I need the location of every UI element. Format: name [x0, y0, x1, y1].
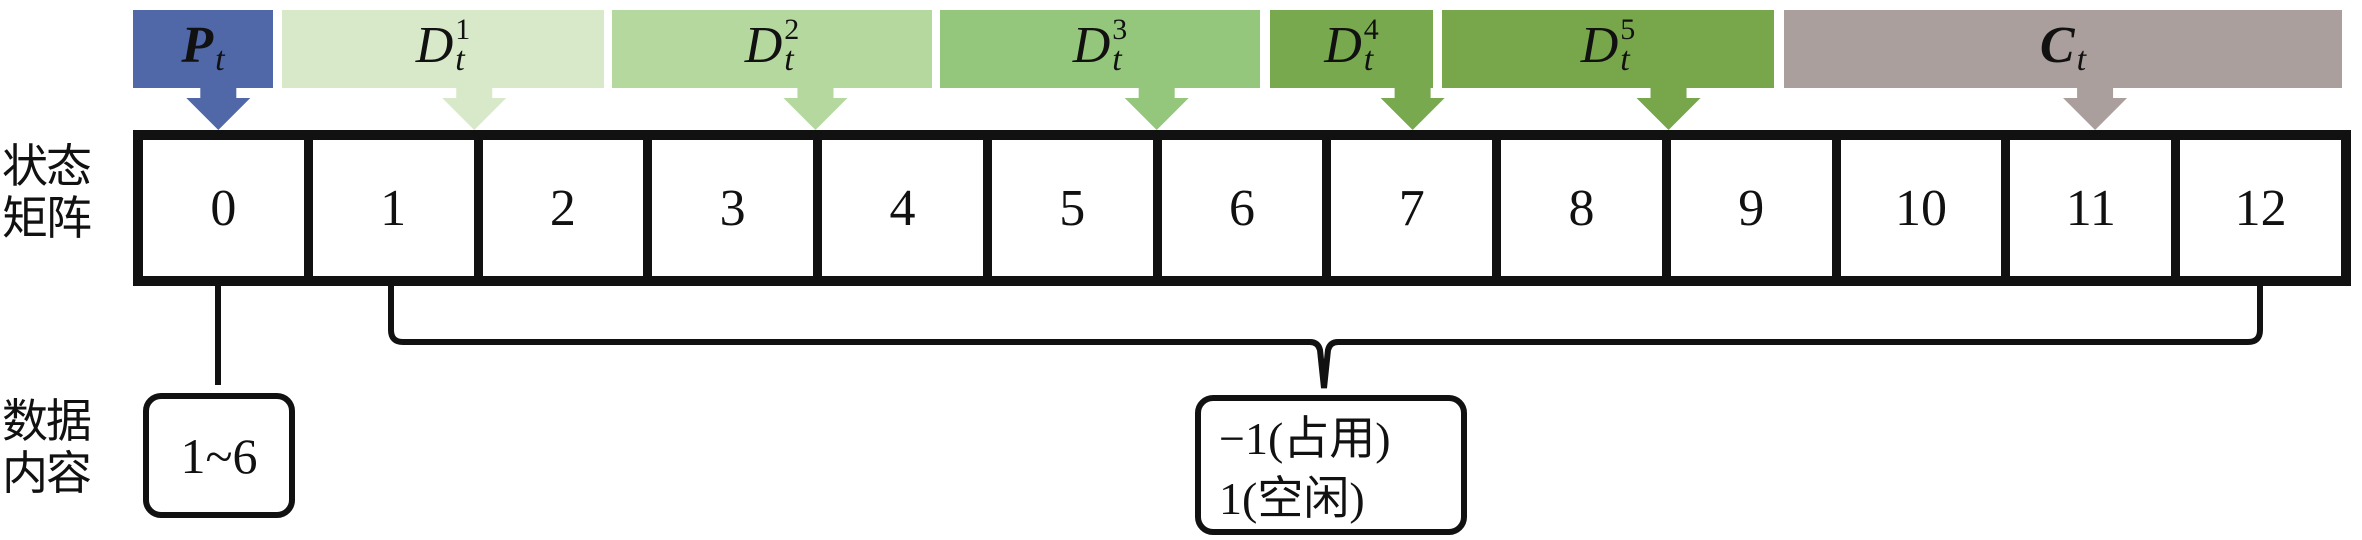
header-d1-sup: 1	[455, 13, 471, 46]
position-range-box: 1~6	[143, 393, 295, 518]
header-c-main: C	[2039, 17, 2075, 74]
state-cell-2: 2	[473, 140, 644, 276]
header-d2-main: D	[744, 17, 783, 74]
status-values-box: −1(占用) 1(空闲)	[1195, 395, 1467, 535]
header-d5-sub: t	[1620, 41, 1630, 78]
data-content-label: 数据 内容	[2, 394, 92, 500]
state-cell-4: 4	[813, 140, 983, 276]
header-d1-sub: t	[455, 41, 465, 78]
arrow-c-icon	[2063, 88, 2128, 130]
header-d4-sup: 4	[1363, 13, 1379, 46]
arrow-d3-icon	[1124, 88, 1189, 130]
header-d5-sup: 5	[1620, 13, 1636, 46]
arrow-d5-icon	[1636, 88, 1701, 130]
data-content-label-line2: 内容	[2, 446, 92, 500]
state-cell-3: 3	[643, 140, 813, 276]
status-brace	[388, 286, 2263, 389]
arrow-d2-icon	[783, 88, 848, 130]
state-cell-7: 7	[1322, 140, 1492, 276]
header-p-sub: t	[215, 41, 225, 78]
state-cell-10: 10	[1831, 140, 2002, 276]
arrow-p-icon	[186, 88, 251, 130]
header-d3-main: D	[1072, 17, 1111, 74]
state-cell-6: 6	[1152, 140, 1323, 276]
state-cell-0: 0	[210, 179, 237, 237]
arrow-d4-icon	[1380, 88, 1445, 130]
state-matrix-label: 状态 矩阵	[2, 139, 92, 245]
state-cell-9: 9	[1661, 140, 1832, 276]
header-d1-main: D	[415, 17, 454, 74]
header-d4-sub: t	[1363, 41, 1374, 78]
status-occupied-text: −1(占用)	[1219, 413, 1391, 464]
header-d4-main: D	[1324, 17, 1362, 74]
header-d5-main: D	[1580, 17, 1619, 74]
arrow-d1-icon	[442, 88, 507, 130]
header-d2-sub: t	[784, 41, 794, 78]
header-d3-sub: t	[1112, 41, 1122, 78]
state-matrix-label-line2: 矩阵	[2, 191, 92, 245]
state-cell-1: 1	[303, 140, 474, 276]
state-cell-11: 11	[2001, 140, 2171, 276]
position-range-text: 1~6	[180, 427, 258, 484]
state-cell-8: 8	[1492, 140, 1662, 276]
header-p-main: P	[181, 17, 214, 74]
status-free-text: 1(空闲)	[1219, 473, 1365, 524]
state-cell-5: 5	[982, 140, 1153, 276]
header-d2-sup: 2	[784, 13, 800, 46]
header-d3-sup: 3	[1112, 13, 1128, 46]
state-cell-12: 12	[2171, 140, 2341, 276]
data-content-label-line1: 数据	[2, 394, 92, 448]
header-c-sub: t	[2076, 41, 2087, 78]
state-matrix-label-line1: 状态	[2, 139, 92, 193]
